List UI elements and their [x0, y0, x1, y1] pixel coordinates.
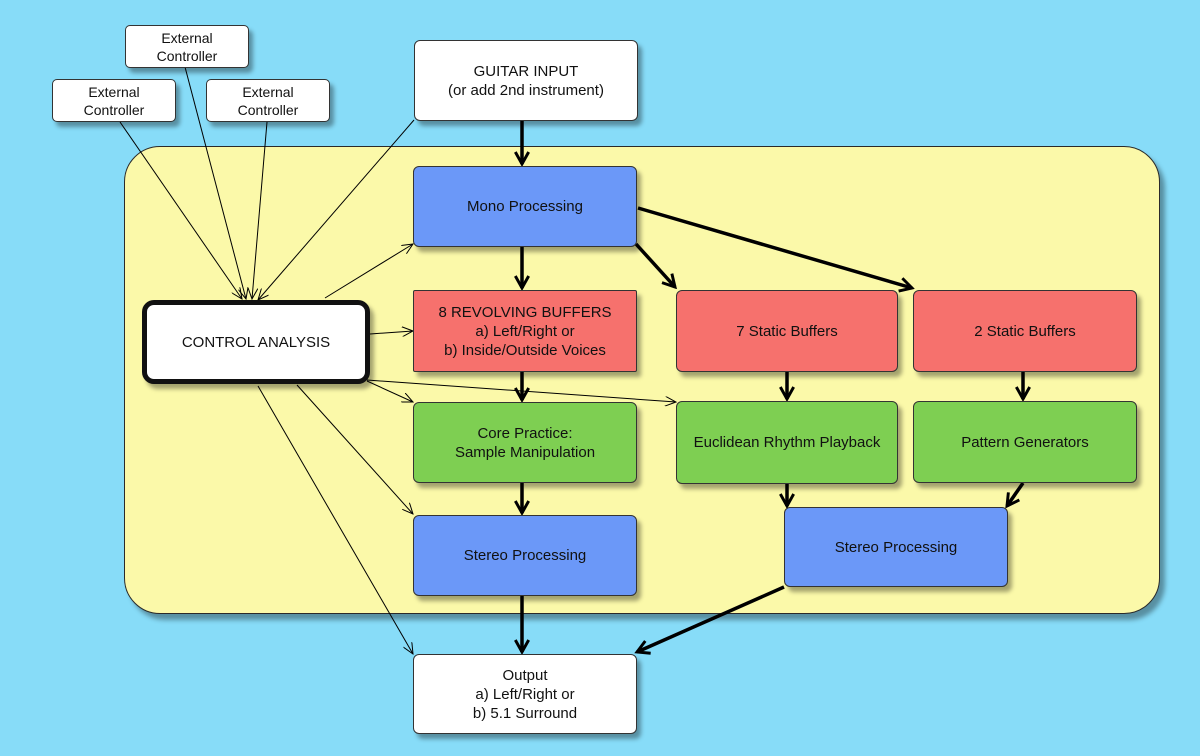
euclidean-rhythm-node[interactable]: Euclidean Rhythm Playback	[676, 401, 898, 484]
node-label: 7 Static Buffers	[736, 322, 838, 340]
node-label: 8 REVOLVING BUFFERS	[438, 303, 612, 321]
node-label: External	[161, 29, 213, 46]
arrow-control-to-stereo1	[296, 384, 413, 514]
external-controller-right[interactable]: External Controller	[206, 79, 330, 122]
node-label: Core Practice:	[477, 424, 573, 442]
arrow-ext-top-to-control	[184, 66, 246, 299]
external-controller-left[interactable]: External Controller	[52, 79, 176, 122]
guitar-input-node[interactable]: GUITAR INPUT (or add 2nd instrument)	[414, 40, 638, 121]
node-label: External	[88, 83, 140, 100]
static-buffers-7-node[interactable]: 7 Static Buffers	[676, 290, 898, 372]
node-label: Controller	[156, 47, 218, 64]
arrow-control-to-revolving	[369, 331, 413, 334]
arrow-mono-to-static7	[634, 242, 675, 287]
arrow-control-to-output	[257, 385, 413, 654]
node-label: b) 5.1 Surround	[472, 704, 578, 722]
node-label: Stereo Processing	[834, 538, 958, 556]
stereo-processing-left-node[interactable]: Stereo Processing	[413, 515, 637, 596]
node-label: 2 Static Buffers	[974, 322, 1076, 340]
core-practice-node[interactable]: Core Practice: Sample Manipulation	[413, 402, 637, 483]
arrow-guitar-to-control	[258, 119, 415, 300]
arrow-control-to-mono	[324, 244, 413, 299]
node-label: Pattern Generators	[961, 433, 1089, 451]
arrow-pattern-to-stereo2	[1007, 482, 1025, 506]
node-label: Sample Manipulation	[454, 443, 596, 461]
node-label: a) Left/Right or	[475, 322, 575, 340]
control-analysis-node[interactable]: CONTROL ANALYSIS	[142, 300, 370, 384]
arrow-ext-left-to-control	[119, 121, 242, 299]
static-buffers-2-node[interactable]: 2 Static Buffers	[913, 290, 1137, 372]
external-controller-top[interactable]: External Controller	[125, 25, 249, 68]
arrow-stereo2-to-output	[637, 585, 785, 652]
revolving-buffers-node[interactable]: 8 REVOLVING BUFFERS a) Left/Right or b) …	[413, 290, 637, 372]
node-label: Controller	[83, 101, 145, 118]
node-label: b) Inside/Outside Voices	[444, 341, 606, 359]
node-label: Controller	[237, 101, 299, 118]
node-label: GUITAR INPUT	[473, 62, 579, 80]
node-label: Mono Processing	[467, 198, 583, 215]
pattern-generators-node[interactable]: Pattern Generators	[913, 401, 1137, 483]
node-label: CONTROL ANALYSIS	[181, 333, 331, 351]
node-label: (or add 2nd instrument)	[448, 81, 604, 99]
output-node[interactable]: Output a) Left/Right or b) 5.1 Surround	[413, 654, 637, 734]
node-label: Euclidean Rhythm Playback	[693, 434, 881, 451]
node-label: Stereo Processing	[463, 547, 587, 564]
arrow-mono-to-static2	[637, 206, 912, 288]
stereo-processing-right-node[interactable]: Stereo Processing	[784, 507, 1008, 587]
node-label: Output	[502, 666, 548, 684]
arrow-ext-right-to-control	[252, 121, 268, 299]
mono-processing-node[interactable]: Mono Processing	[413, 166, 637, 247]
node-label: External	[242, 83, 294, 100]
node-label: a) Left/Right or	[475, 685, 575, 703]
arrow-control-to-core	[366, 380, 413, 402]
